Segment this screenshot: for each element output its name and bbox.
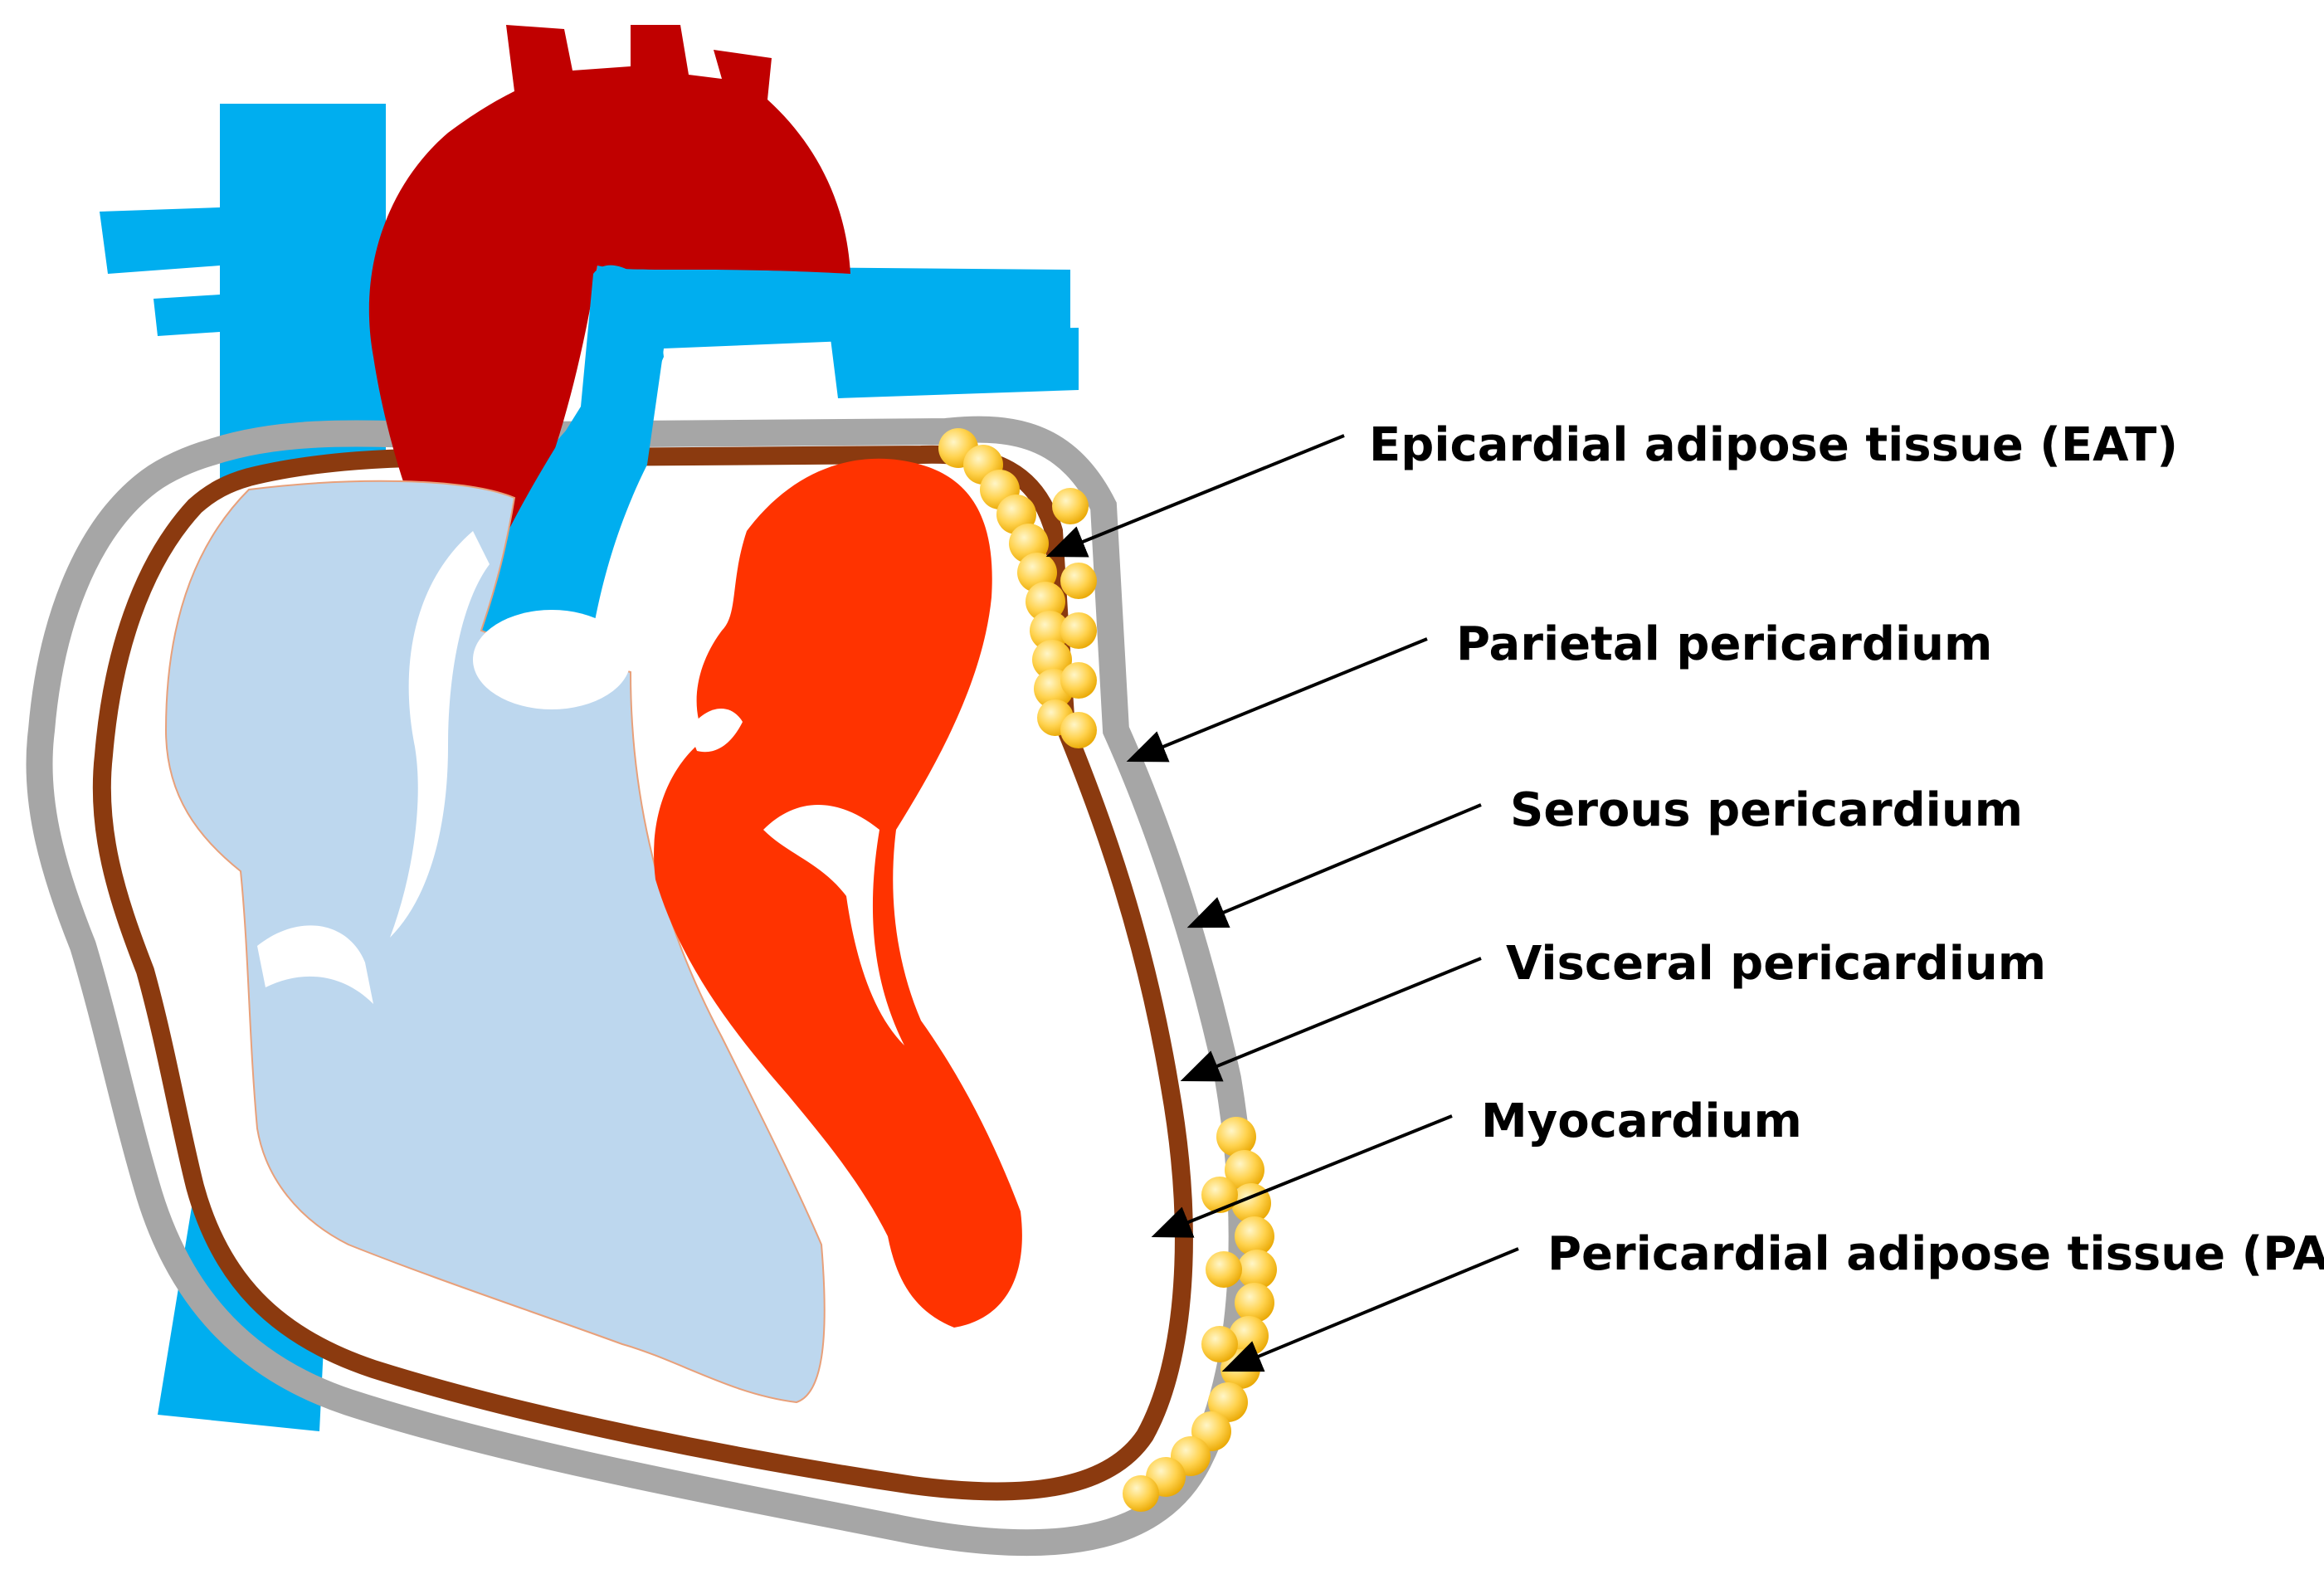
parietal-pericardium-layer bbox=[26, 416, 1255, 1557]
aorta bbox=[368, 25, 850, 626]
valve bbox=[473, 610, 631, 709]
epicardial-adipose-tissue bbox=[938, 428, 1097, 748]
label-parietal: Parietal pericardium bbox=[1456, 617, 1992, 671]
pericardial-adipose-tissue bbox=[1123, 1117, 1277, 1512]
label-eat: Epicardial adipose tissue (EAT) bbox=[1369, 418, 2178, 472]
label-visceral: Visceral pericardium bbox=[1506, 937, 2046, 991]
arrow-eat bbox=[1045, 434, 1345, 558]
arrow-pat bbox=[1221, 1247, 1519, 1372]
label-pat: Pericardial adipose tissue (PAT) bbox=[1547, 1227, 2324, 1281]
label-myocardium: Myocardium bbox=[1481, 1094, 1802, 1148]
arrow-parietal bbox=[1126, 637, 1428, 763]
leader-arrows bbox=[1045, 434, 1519, 1372]
arrow-serous bbox=[1186, 803, 1482, 928]
label-serous: Serous pericardium bbox=[1510, 783, 2023, 837]
left-ventricle bbox=[654, 458, 1022, 1328]
arrow-myocardium bbox=[1151, 1114, 1453, 1238]
arrow-visceral bbox=[1180, 957, 1482, 1082]
